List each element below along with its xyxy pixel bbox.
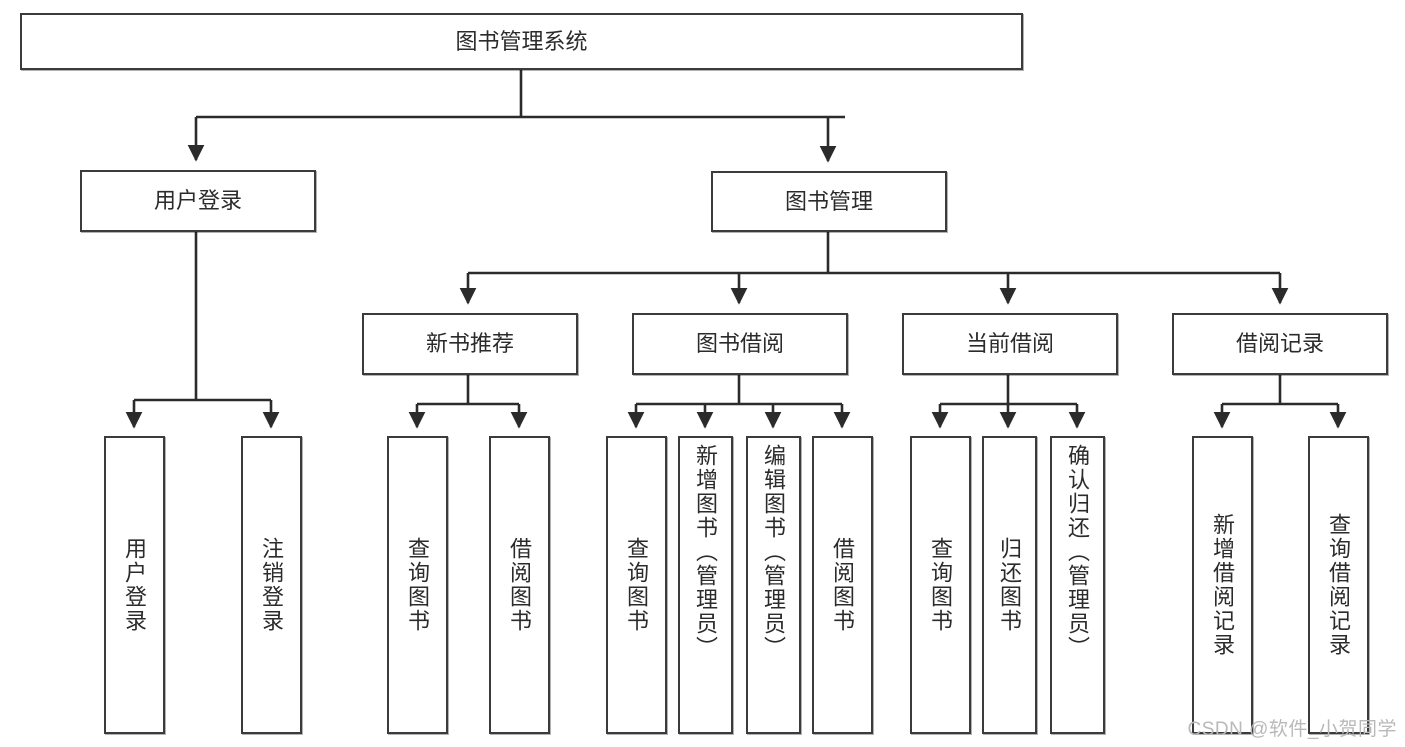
node-leaf-query-book-newbook[interactable]: 查询图书 — [387, 436, 448, 734]
node-leaf-query-book-borrow[interactable]: 查询图书 — [606, 436, 667, 734]
node-label: 用户登录 — [122, 537, 148, 633]
node-book-borrow[interactable]: 图书借阅 — [632, 313, 848, 375]
csdn-watermark: CSDN @软件_小贺同学 — [1187, 719, 1397, 740]
node-leaf-query-borrow-record[interactable]: 查询借阅记录 — [1308, 436, 1369, 734]
node-label: 编辑图书（管理员） — [761, 444, 787, 660]
node-label: 新增借阅记录 — [1210, 513, 1236, 657]
node-label: 查询图书 — [405, 537, 431, 633]
node-label: 借阅图书 — [507, 537, 533, 633]
node-label: 借阅图书 — [830, 537, 856, 633]
node-label: 图书借阅 — [695, 331, 784, 357]
node-leaf-return-book[interactable]: 归还图书 — [982, 436, 1037, 734]
node-label: 查询图书 — [624, 537, 650, 633]
node-leaf-borrow-book[interactable]: 借阅图书 — [812, 436, 873, 734]
node-label: 归还图书 — [997, 537, 1023, 633]
node-user-login[interactable]: 用户登录 — [80, 170, 316, 232]
node-current-borrow[interactable]: 当前借阅 — [902, 313, 1118, 375]
node-label: 用户登录 — [153, 188, 242, 214]
node-label: 查询借阅记录 — [1326, 513, 1352, 657]
node-label: 图书管理系统 — [455, 28, 588, 54]
node-leaf-borrow-book-newbook[interactable]: 借阅图书 — [489, 436, 550, 734]
node-root-system[interactable]: 图书管理系统 — [20, 13, 1023, 70]
node-leaf-edit-book-admin[interactable]: 编辑图书（管理员） — [746, 436, 801, 734]
node-new-book-recommend[interactable]: 新书推荐 — [362, 313, 578, 375]
node-label: 新增图书（管理员） — [693, 444, 719, 660]
node-label: 当前借阅 — [965, 331, 1054, 357]
node-label: 图书管理 — [784, 188, 873, 214]
node-leaf-add-book-admin[interactable]: 新增图书（管理员） — [678, 436, 733, 734]
node-leaf-add-borrow-record[interactable]: 新增借阅记录 — [1192, 436, 1253, 734]
node-label: 新书推荐 — [425, 331, 514, 357]
node-label: 确认归还（管理员） — [1065, 444, 1091, 660]
node-leaf-confirm-return-admin[interactable]: 确认归还（管理员） — [1050, 436, 1105, 734]
node-leaf-logout[interactable]: 注销登录 — [241, 436, 302, 734]
node-borrow-record[interactable]: 借阅记录 — [1172, 313, 1388, 375]
node-label: 注销登录 — [259, 537, 285, 633]
node-label: 查询图书 — [928, 537, 954, 633]
node-label: 借阅记录 — [1235, 331, 1324, 357]
node-book-management[interactable]: 图书管理 — [711, 171, 947, 232]
node-leaf-user-login[interactable]: 用户登录 — [104, 436, 165, 734]
node-leaf-query-book-current[interactable]: 查询图书 — [910, 436, 971, 734]
